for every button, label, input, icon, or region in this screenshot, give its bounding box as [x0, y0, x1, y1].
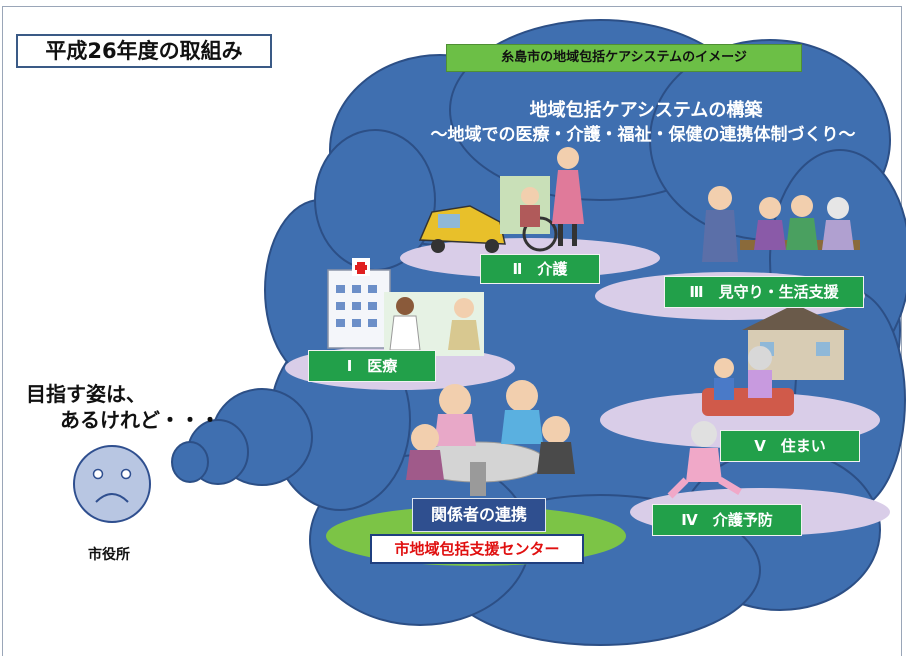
goal-text-line1: 目指す姿は、 [26, 382, 146, 406]
hospital-icon [327, 258, 391, 349]
label-renkei: 関係者の連携 [412, 498, 546, 532]
cloud-title-line2: ～地域での医療・介護・福祉・保健の連携体制づくり～ [430, 125, 856, 145]
doctor-consult-icon [384, 292, 484, 356]
label-kaigo-yobou: Ⅳ 介護予防 [652, 504, 802, 536]
label-sumai: Ⅴ 住まい [720, 430, 860, 462]
wheelchair-icon [500, 176, 558, 252]
exercising-elder-icon [667, 421, 742, 499]
label-center: 市地域包括支援センター [370, 534, 584, 564]
label-kaigo: Ⅱ 介護 [480, 254, 600, 284]
goal-text-line2: あるけれど・・・ [60, 408, 220, 432]
figure-frame [2, 6, 902, 656]
label-iryo: Ⅰ 医療 [308, 350, 436, 382]
meeting-table-icon [406, 380, 575, 496]
city-hall-label: 市役所 [88, 547, 130, 563]
page-title: 平成26年度の取組み [16, 34, 272, 68]
label-mimamori: Ⅲ 見守り・生活支援 [664, 276, 864, 308]
sad-face-icon [73, 445, 151, 523]
diagram-header-box: 糸島市の地域包括ケアシステムのイメージ [446, 44, 802, 72]
caregiver-icon [552, 147, 584, 246]
family-sofa-icon [702, 346, 794, 416]
cloud-title-line1: 地域包括ケアシステムの構築 [529, 100, 763, 121]
cloud-bubbles [171, 388, 313, 486]
elders-bench-icon [702, 186, 860, 262]
car-icon [418, 205, 506, 253]
